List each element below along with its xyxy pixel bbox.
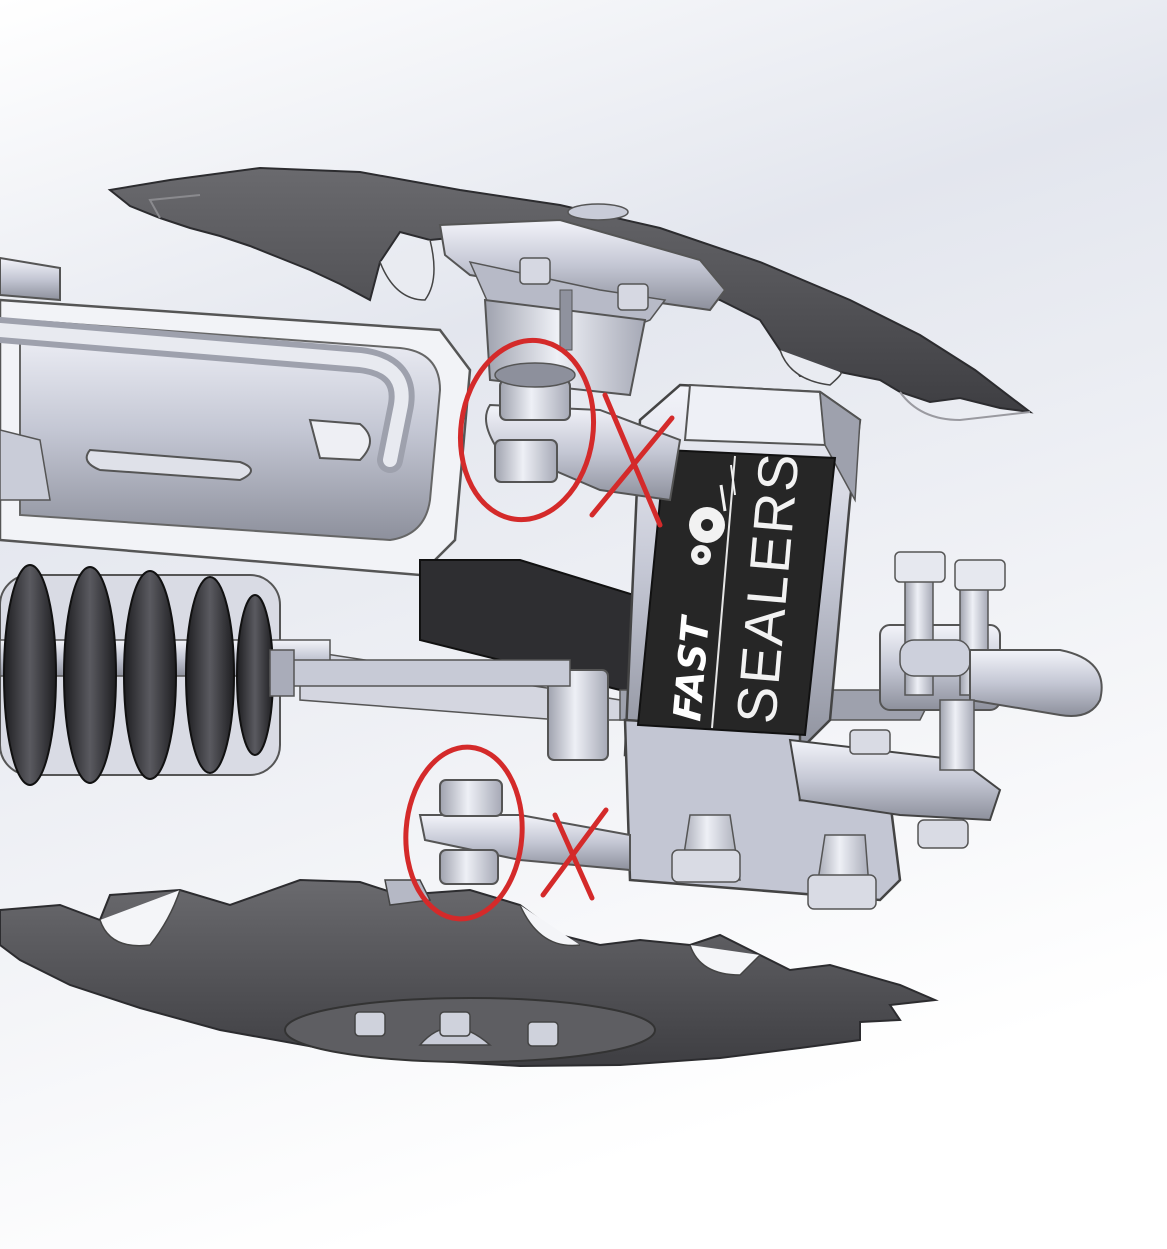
brand-label: SEALERS FAST bbox=[636, 448, 837, 737]
arm-frame bbox=[0, 256, 472, 577]
upper-bolt-x-marker bbox=[589, 392, 675, 528]
lower-bolt-highlight bbox=[403, 744, 525, 922]
logo-text: FAST bbox=[665, 613, 718, 723]
upper-link-bolt bbox=[485, 362, 682, 502]
upper-bolt-highlight bbox=[457, 337, 597, 523]
gear-saw-icon bbox=[689, 464, 736, 565]
hydraulic-fittings bbox=[879, 551, 1103, 771]
upper-disc-blade bbox=[107, 166, 1034, 422]
lower-bolt-x-marker bbox=[540, 807, 609, 901]
lower-disc-blade bbox=[0, 878, 939, 1068]
lower-link-bolt bbox=[418, 779, 631, 885]
bracket-bolts bbox=[671, 729, 969, 910]
compression-spring bbox=[0, 564, 571, 786]
